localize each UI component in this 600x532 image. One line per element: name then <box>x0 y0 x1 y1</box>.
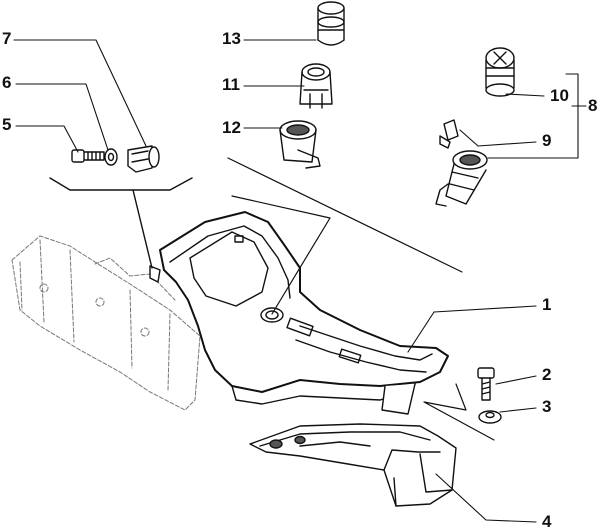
callout-5: 5 <box>2 115 12 134</box>
callout-9: 9 <box>542 131 552 150</box>
assembly-guide-line-b <box>231 195 331 315</box>
callout-4: 4 <box>542 512 552 531</box>
callout-13: 13 <box>222 29 241 48</box>
callout-2: 2 <box>542 365 552 384</box>
bulb-holder-10 <box>485 47 515 97</box>
washer-6 <box>104 148 118 166</box>
assembly-guide-line-a <box>227 157 463 273</box>
lighter-13 <box>317 1 345 46</box>
console-bracket <box>249 423 457 507</box>
callout-1: 1 <box>542 295 552 314</box>
callout-10: 10 <box>550 86 569 105</box>
assembly-guide-line-c <box>423 383 495 441</box>
callout-7: 7 <box>2 29 12 48</box>
center-console <box>149 211 449 415</box>
screw-5 <box>71 149 105 163</box>
socket-11 <box>299 63 333 109</box>
washer-nut <box>478 410 502 424</box>
leader-lines <box>13 39 587 523</box>
leader-bracket-to-console <box>132 189 153 269</box>
housing-12 <box>279 120 321 169</box>
lamp-socket-8 <box>435 150 488 207</box>
callout-8: 8 <box>588 96 598 115</box>
side-trim-panel <box>11 235 201 411</box>
callout-6: 6 <box>2 73 12 92</box>
bolt <box>477 367 495 401</box>
callout-3: 3 <box>542 397 552 416</box>
clip-7 <box>127 145 160 173</box>
bulb-9 <box>439 119 459 149</box>
callout-12: 12 <box>222 118 241 137</box>
callout-11: 11 <box>222 75 240 94</box>
group-bracket-5-7 <box>49 177 193 191</box>
